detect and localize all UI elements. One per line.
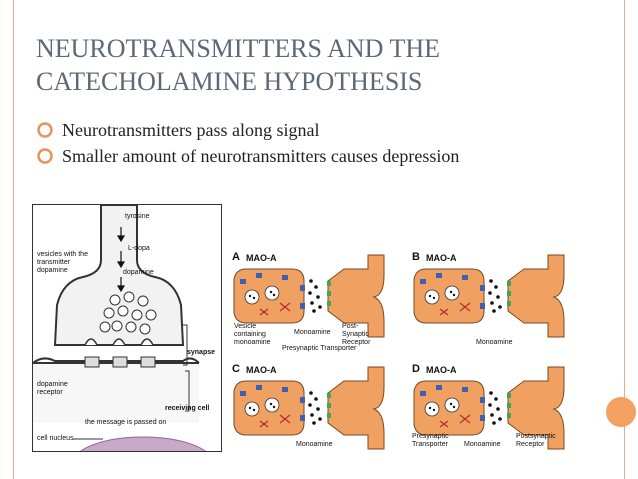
cell-nucleus-label: cell nucleus: [37, 435, 74, 442]
panel-b-mao: MAO-A: [426, 253, 457, 263]
tyrosine-label: tyrosine: [125, 213, 150, 220]
dopamine-receptor-label: dopamine receptor: [37, 381, 68, 396]
receiving-cell-label: receiving cell: [165, 405, 210, 412]
title-line-2: CATECHOLAMINE HYPOTHESIS: [36, 67, 423, 96]
dopamine-label: dopamine: [123, 269, 154, 276]
panel-c-mao: MAO-A: [246, 365, 277, 375]
synapse-drawing: [33, 205, 206, 451]
presynaptic-transporter-label: Presynaptic Transporter: [282, 345, 357, 352]
monoamine-label-b: Monoamine: [476, 339, 513, 346]
title-line-1: NEUROTRANSMITTERS AND THE: [36, 34, 440, 63]
synapse-diagram: tyrosine L-dopa dopamine vesicles with t…: [32, 204, 222, 452]
panel-a-mao: MAO-A: [246, 253, 277, 263]
panel-d-mao: MAO-A: [426, 365, 457, 375]
ldopa-label: L-dopa: [128, 245, 150, 252]
panel-c-letter: C: [232, 363, 240, 375]
mao-drawing: [233, 254, 565, 450]
panel-d-letter: D: [412, 363, 420, 375]
bullet-item: Smaller amount of neurotransmitters caus…: [36, 144, 576, 168]
presynaptic-transporter-label-d: Presynaptic Transporter: [412, 433, 449, 448]
vesicle-label: Vesicle containing monoamine: [234, 323, 271, 346]
circle-bullet-icon: [37, 122, 53, 138]
accent-circle: [606, 397, 636, 427]
vesicles-label: vesicles with the transmitter dopamine: [37, 251, 88, 274]
synapse-label: synapse: [187, 349, 216, 356]
panel-a-letter: A: [232, 251, 240, 263]
circle-bullet-icon: [37, 148, 53, 164]
monoamine-label-c: Monoamine: [296, 441, 333, 448]
mao-diagram: A MAO-A B MAO-A C MAO-A D MAO-A Vesicle …: [232, 245, 604, 455]
bullet-list: Neurotransmitters pass along signal Smal…: [36, 118, 576, 170]
message-label: the message is passed on: [85, 419, 167, 426]
panel-b-letter: B: [412, 251, 420, 263]
bullet-text: Smaller amount of neurotransmitters caus…: [62, 146, 460, 166]
panel-a-drawing: [233, 254, 385, 338]
monoamine-label-d: Monoamine: [464, 441, 501, 448]
bullet-item: Neurotransmitters pass along signal: [36, 118, 576, 142]
slide-title: NEUROTRANSMITTERS AND THE CATECHOLAMINE …: [36, 32, 556, 98]
frame-line-left: [13, 0, 14, 479]
frame-line-right: [624, 0, 625, 479]
post-synaptic-label: Post-Synaptic Receptor: [342, 323, 371, 346]
bullet-text: Neurotransmitters pass along signal: [62, 120, 320, 140]
postsynaptic-receptor-label-d: Postsynaptic Receptor: [516, 433, 556, 448]
monoamine-label-a: Monoamine: [294, 329, 331, 336]
